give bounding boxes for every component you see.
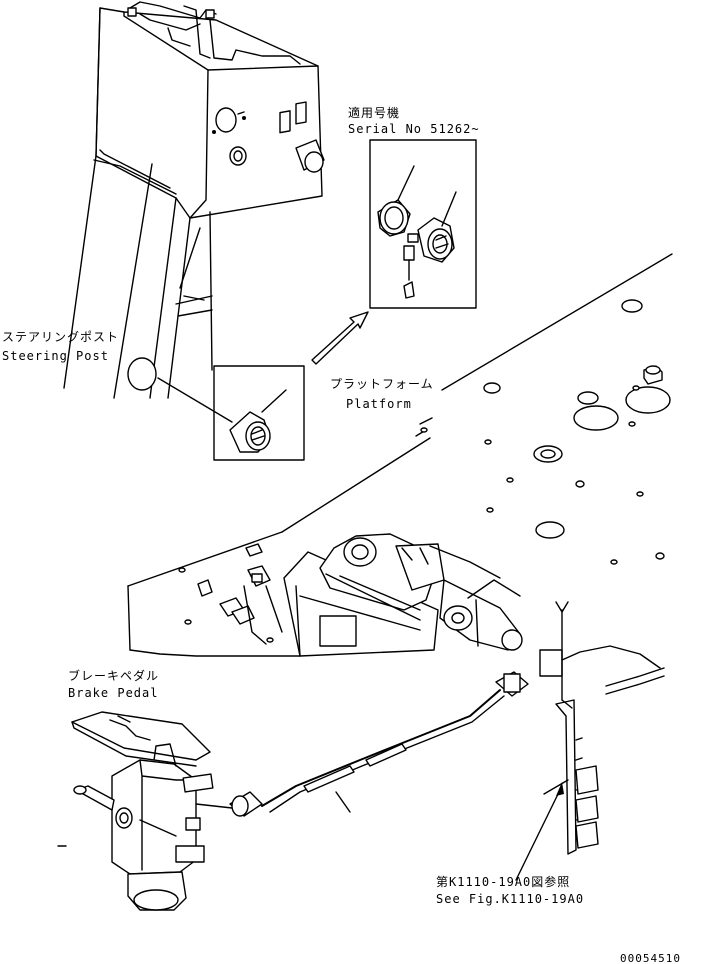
brake-pedal-assembly bbox=[57, 711, 351, 911]
platform-structure bbox=[127, 253, 673, 657]
brake-pedal-label-en: Brake Pedal bbox=[68, 686, 158, 700]
steering-post-label-jp: ステアリングポスト bbox=[2, 330, 119, 344]
platform-label-en: Platform bbox=[346, 397, 412, 411]
figure-number: 00054510 bbox=[620, 952, 681, 964]
steering-post bbox=[63, 1, 325, 399]
see-fig-label-en: See Fig.K1110-19A0 bbox=[436, 892, 584, 906]
brake-pedal-label-jp: ブレーキペダル bbox=[68, 668, 159, 683]
inset-detail-lower bbox=[157, 365, 305, 461]
serial-label-jp: 適用号機 bbox=[348, 105, 400, 120]
steering-post-label-en: Steering Post bbox=[2, 349, 109, 363]
see-fig-label-jp: 第K1110-19A0図参照 bbox=[436, 874, 570, 889]
platform-label-jp: プラットフォーム bbox=[330, 377, 434, 391]
serial-label-en: Serial No 51262~ bbox=[348, 122, 480, 136]
inset-detail-serial bbox=[369, 139, 477, 309]
labels: 適用号機 Serial No 51262~ ステアリングポスト Steering… bbox=[2, 105, 681, 964]
arrow-to-inset bbox=[311, 311, 369, 365]
wire-harness bbox=[261, 601, 665, 881]
